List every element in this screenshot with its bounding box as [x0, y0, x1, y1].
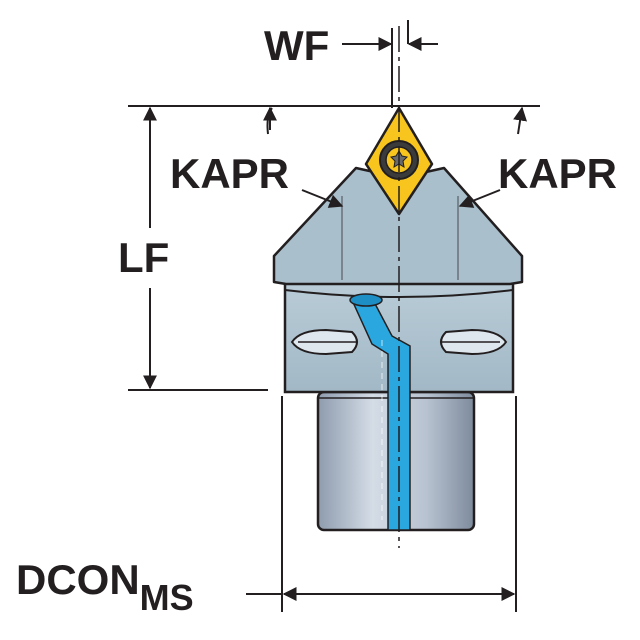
dcon-label-main: DCON: [16, 556, 140, 603]
wf-label: WF: [264, 22, 329, 69]
lf-label: LF: [118, 234, 169, 281]
dcon-label: DCONMS: [16, 556, 194, 618]
coolant-channel: [349, 293, 411, 531]
dcon-dimension: [246, 396, 517, 612]
kapr-left-label: KAPR: [170, 150, 289, 197]
kapr-right-dimension: [458, 106, 528, 208]
lf-dimension: [128, 106, 268, 391]
kapr-left-dimension: [263, 106, 344, 208]
dcon-label-subscript: MS: [140, 577, 194, 618]
wf-dimension: [342, 20, 438, 108]
kapr-right-label: KAPR: [498, 150, 617, 197]
